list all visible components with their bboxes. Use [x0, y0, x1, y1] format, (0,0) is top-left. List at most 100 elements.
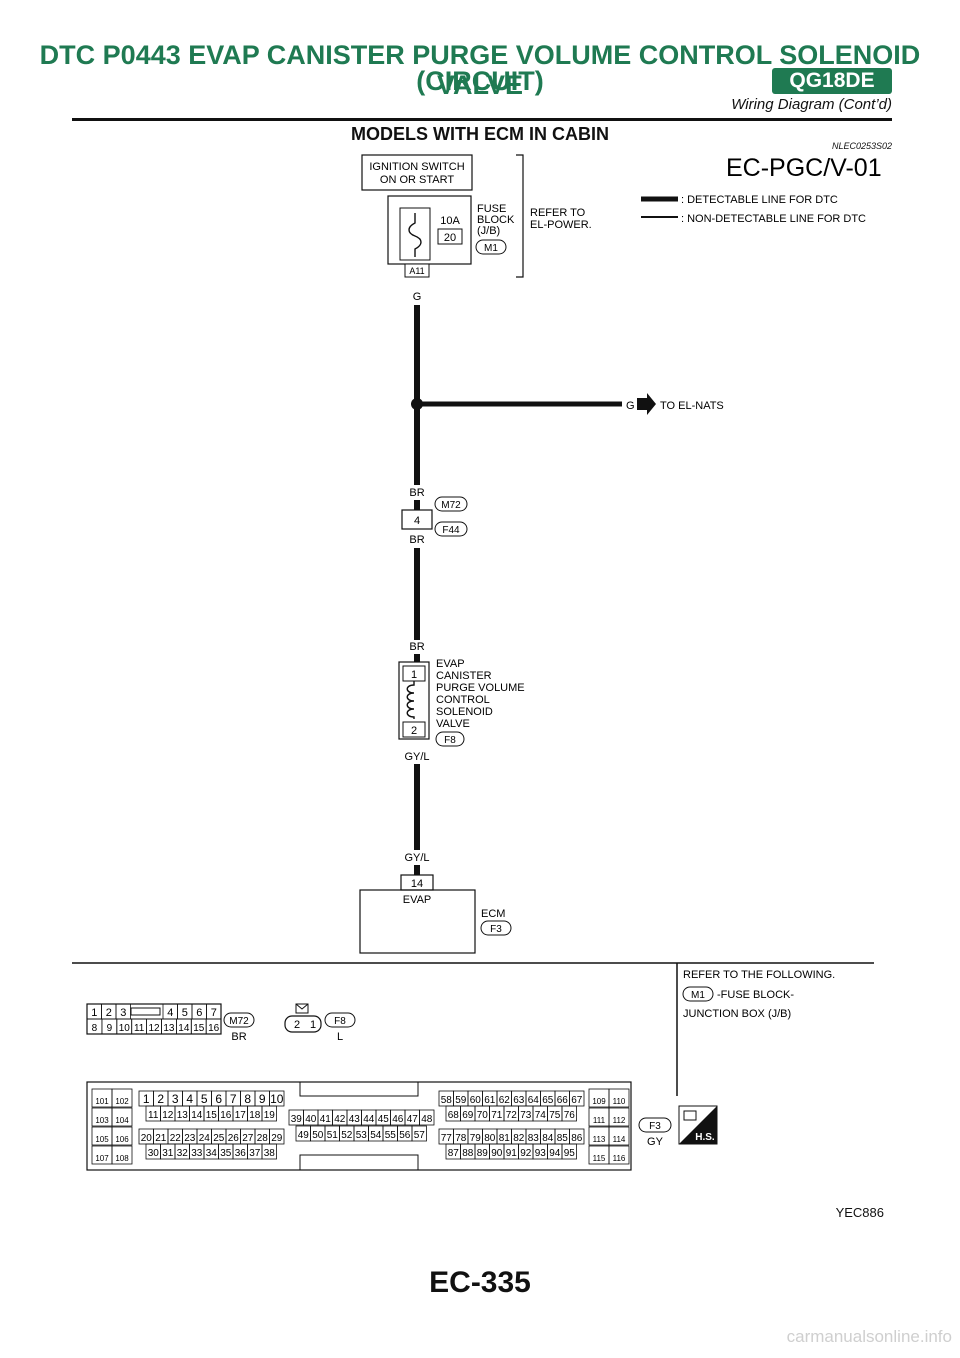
pin-number: 38 [264, 1148, 276, 1159]
f8-envelope-icon [295, 1003, 309, 1010]
pin-number: 10 [119, 1023, 131, 1034]
pin-number: 8 [244, 1092, 251, 1106]
solenoid-label-3: PURGE VOLUME [436, 682, 525, 694]
pin-number: 2 [106, 1007, 112, 1019]
pin-cell [561, 1143, 577, 1160]
wire-color-gyl-2: GY/L [404, 852, 429, 864]
section-title: MODELS WITH ECM IN CABIN [351, 124, 609, 144]
joint-connector-box [401, 509, 433, 530]
fuse-connector-label: M1 [484, 243, 498, 254]
pin-number: 12 [148, 1023, 160, 1034]
pin-number: 17 [235, 1110, 247, 1121]
pin-number: 31 [162, 1148, 174, 1159]
pin-cell [261, 1143, 277, 1160]
pin-number: 1 [91, 1007, 97, 1019]
pin-number: 10 [270, 1092, 284, 1106]
branch-wire-color: G [626, 400, 635, 412]
pin-number: 24 [199, 1133, 211, 1144]
pin-number: 5 [182, 1007, 188, 1019]
wire-color-br-2: BR [409, 534, 424, 546]
pin-number: 84 [542, 1133, 554, 1144]
pin-number: 54 [370, 1130, 382, 1141]
pin-number: 36 [235, 1148, 247, 1159]
pin-number: 73 [520, 1110, 532, 1121]
pin-cell [111, 1088, 133, 1108]
branch-destination: TO EL-NATS [660, 400, 724, 412]
pin-number: 88 [462, 1148, 474, 1159]
pin-number: 19 [264, 1110, 276, 1121]
pin-number: 47 [407, 1114, 419, 1125]
wire-color-br-1: BR [409, 487, 424, 499]
m72-latch [130, 1007, 161, 1016]
ecm-connector: F3 [490, 924, 502, 935]
pin-number: 70 [477, 1110, 489, 1121]
pin-number: 104 [115, 1116, 129, 1125]
pin-number: 23 [184, 1133, 196, 1144]
solenoid-connector-badge [435, 731, 465, 747]
f3-color: GY [647, 1136, 664, 1148]
pin-number: 41 [320, 1114, 332, 1125]
ecm-connector-badge [480, 920, 512, 936]
pin-number: 71 [491, 1110, 503, 1121]
fuse-symbol-icon [408, 213, 422, 257]
pin-number: 11 [134, 1023, 145, 1034]
solenoid-coil-icon [406, 681, 415, 719]
pin-number: 39 [291, 1114, 303, 1125]
solenoid-label-6: VALVE [436, 718, 470, 730]
pin-number: 49 [298, 1130, 310, 1141]
pin-number: 92 [520, 1148, 532, 1159]
joint-upper-connector: M72 [441, 500, 461, 511]
pin-number: 65 [542, 1095, 554, 1106]
joint-lower-badge [434, 521, 468, 537]
pin-number: 5 [201, 1092, 208, 1106]
pin-number: 32 [177, 1148, 189, 1159]
pin-number: 13 [177, 1110, 189, 1121]
pin-number: 63 [513, 1095, 525, 1106]
solenoid-label-5: SOLENOID [436, 706, 493, 718]
pin-cell [608, 1107, 630, 1127]
f8-id: F8 [334, 1016, 346, 1027]
pin-number: 34 [206, 1148, 218, 1159]
legend-detectable: : DETECTABLE LINE FOR DTC [681, 194, 838, 206]
hs-connector-glyph [683, 1110, 697, 1121]
pin-cell [111, 1126, 133, 1146]
pin-number: 48 [421, 1114, 433, 1125]
pin-number: 4 [167, 1007, 173, 1019]
wire-color-br-3: BR [409, 641, 424, 653]
hs-icon: H.S. [678, 1105, 718, 1145]
pin-number: 35 [220, 1148, 232, 1159]
pin-number: 108 [115, 1154, 129, 1163]
f3-id: F3 [649, 1121, 661, 1132]
fuse-amps: 10A [440, 215, 460, 227]
pin-number: 30 [148, 1148, 160, 1159]
pin-number: 115 [593, 1154, 606, 1163]
pin-number: 56 [399, 1130, 411, 1141]
pin-number: 42 [334, 1114, 346, 1125]
section-code: NLEC0253S02 [831, 141, 892, 151]
pin-number: 3 [120, 1007, 126, 1019]
pin-number: 59 [455, 1095, 467, 1106]
pin-number: 15 [193, 1023, 205, 1034]
pin-number: 6 [196, 1007, 202, 1019]
pin-number: 61 [484, 1095, 496, 1106]
solenoid-pin2: 2 [411, 725, 417, 737]
fuse-ref-line2: JUNCTION BOX (J/B) [683, 1008, 791, 1020]
ignition-switch-label: IGNITION SWITCH [369, 161, 464, 173]
pin-number: 80 [484, 1133, 496, 1144]
pin-number: 69 [462, 1110, 474, 1121]
pin-number: 29 [271, 1133, 283, 1144]
pin-number: 91 [506, 1148, 518, 1159]
solenoid-label-1: EVAP [436, 658, 465, 670]
pin-number: 111 [593, 1116, 606, 1125]
pin-number: 57 [414, 1130, 426, 1141]
pin-number: 40 [305, 1114, 317, 1125]
wire-color-g: G [413, 291, 422, 303]
pin-cell [111, 1145, 133, 1165]
pin-cell [608, 1126, 630, 1146]
pin-cell [561, 1105, 577, 1122]
watermark: carmanualsonline.info [786, 1327, 952, 1346]
legend-non-detectable: : NON-DETECTABLE LINE FOR DTC [681, 213, 866, 225]
page-title: DTC P0443 EVAP CANISTER PURGE VOLUME CON… [39, 40, 921, 100]
pin-number: 8 [92, 1023, 98, 1034]
